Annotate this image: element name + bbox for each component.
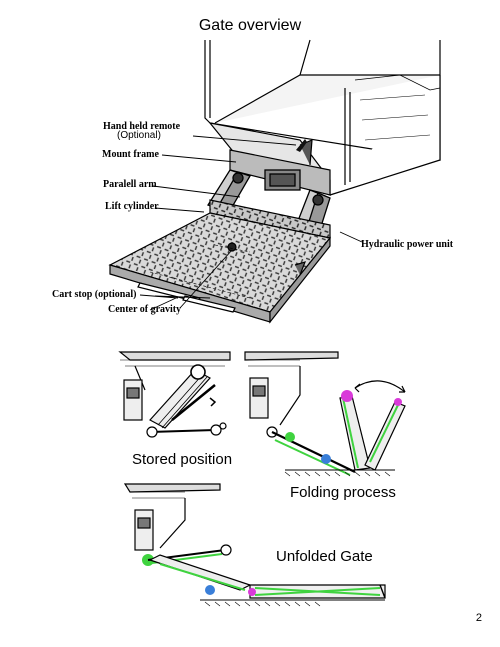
label-lift-cylinder: Lift cylinder (105, 201, 159, 212)
platform (108, 199, 332, 324)
unfolded-gate-illustration (123, 483, 386, 607)
label-hand-remote-optional: (Optional) (117, 130, 161, 141)
label-stored-position: Stored position (132, 451, 233, 468)
label-parallel-arm: Paralell arm (103, 179, 157, 190)
stored-position-illustration (118, 351, 231, 438)
hand-remote-icon (296, 139, 307, 152)
folding-process-illustration (244, 351, 406, 477)
truck-body (204, 39, 441, 196)
leader-lines (139, 135, 363, 311)
label-hand-remote: Hand held remote (103, 121, 181, 132)
slide-title: Gate overview (198, 17, 302, 34)
label-mount-frame: Mount frame (102, 149, 159, 160)
label-cart-stop: Cart stop (optional) (52, 289, 137, 300)
label-unfolded-gate: Unfolded Gate (276, 548, 373, 565)
page-number: 2 (475, 612, 482, 624)
label-hydraulic-power-unit: Hydraulic power unit (361, 239, 454, 250)
label-center-of-gravity: Center of gravity (108, 304, 182, 315)
label-folding-process: Folding process (290, 484, 396, 501)
